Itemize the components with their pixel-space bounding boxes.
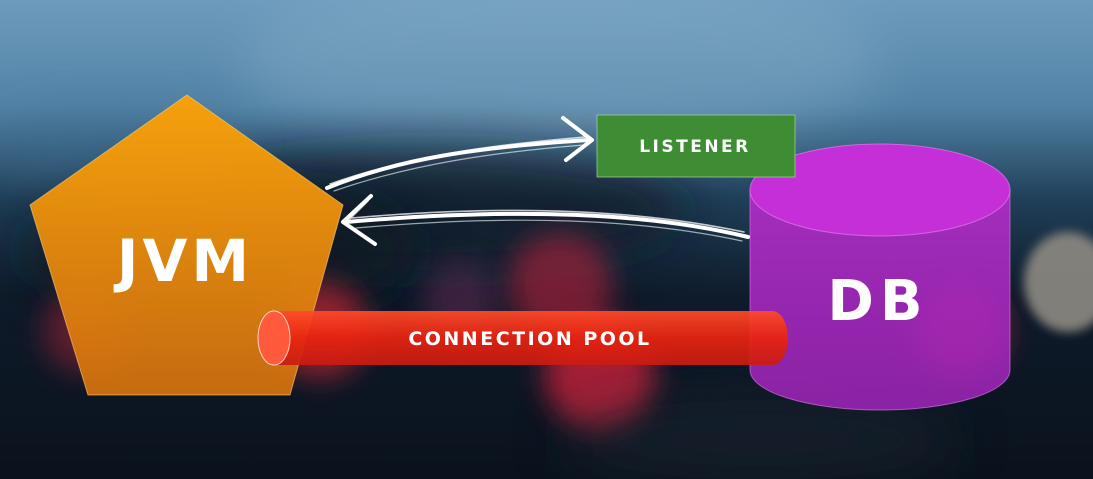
jvm-label: JVM — [113, 227, 253, 295]
connection-pool-pipe — [274, 311, 788, 365]
arrow-db-to-jvm — [341, 194, 750, 246]
connection-pool-pipe-end — [257, 310, 291, 366]
db-label: DB — [827, 269, 928, 334]
connection-pool-label: CONNECTION POOL — [408, 328, 651, 350]
listener-label: LISTENER — [639, 137, 751, 157]
connection-pool-node: CONNECTION POOL — [257, 310, 788, 366]
arrow-jvm-to-listener — [325, 116, 594, 192]
listener-node: LISTENER — [596, 114, 796, 178]
db-node: DB — [749, 143, 1011, 411]
listener-box — [596, 114, 796, 178]
db-cylinder-top — [749, 143, 1011, 237]
db-cylinder-body — [749, 189, 1011, 411]
